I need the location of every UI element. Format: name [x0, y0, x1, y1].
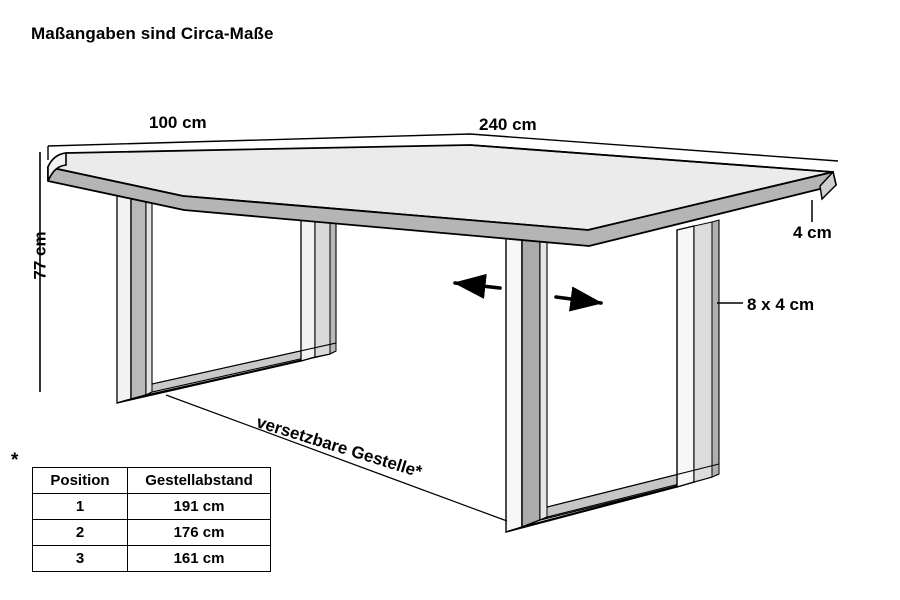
cell-spacing: 176 cm [127, 519, 271, 546]
cell-position: 2 [32, 519, 128, 546]
arrow-right [554, 286, 603, 312]
dimline-top [47, 133, 839, 162]
column-header-spacing: Gestellabstand [127, 467, 271, 494]
dimension-label-depth: 100 cm [149, 113, 207, 132]
cell-position: 1 [32, 493, 128, 520]
dimension-label-thickness: 4 cm [793, 223, 832, 242]
page-title: Maßangaben sind Circa-Maße [31, 24, 274, 43]
arrow-left [453, 273, 502, 299]
leader-movable-frames [165, 394, 508, 522]
dimension-label-length: 240 cm [479, 115, 537, 134]
cell-position: 3 [32, 545, 128, 572]
left-leg-frame [116, 170, 337, 404]
table-top [47, 144, 837, 247]
frame-spacing-table: Position Gestellabstand 1 191 cm 2 176 c… [32, 467, 271, 572]
cell-spacing: 191 cm [127, 493, 271, 520]
right-leg-frame [505, 211, 720, 533]
table-row: 2 176 cm [32, 519, 271, 546]
cell-spacing: 161 cm [127, 545, 271, 572]
table-row: 1 191 cm [32, 493, 271, 520]
dimension-label-frame-profile: 8 x 4 cm [747, 295, 815, 314]
dimension-label-height: 77 cm [30, 231, 50, 280]
table-header-row: Position Gestellabstand [32, 467, 271, 494]
footnote-asterisk: * [11, 450, 19, 471]
column-header-position: Position [32, 467, 128, 494]
table-row: 3 161 cm [32, 545, 271, 572]
